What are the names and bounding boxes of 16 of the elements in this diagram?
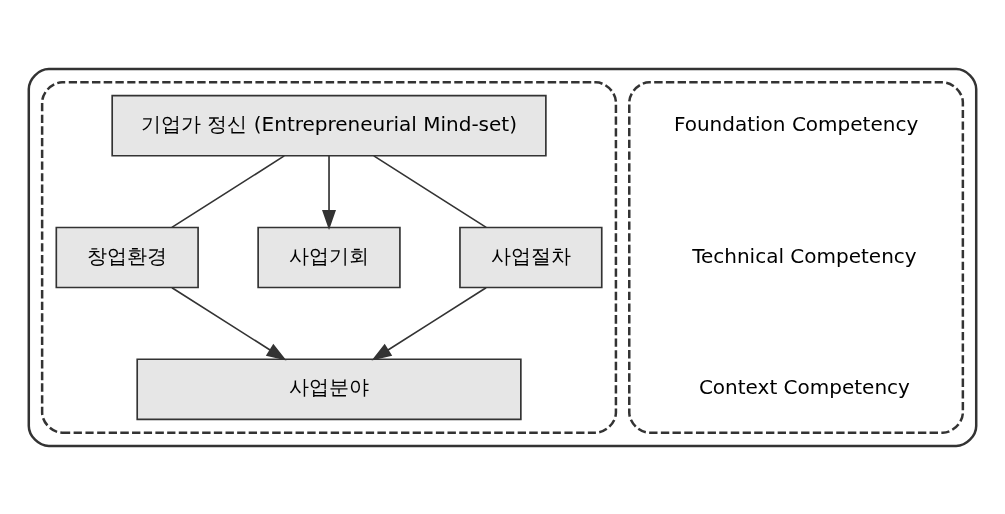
node-text: Context Competency <box>698 374 910 399</box>
arrow <box>322 154 337 230</box>
node-text: Technical Competency <box>692 243 917 268</box>
arrow <box>371 286 487 361</box>
node-box: 사업기회 <box>257 226 401 288</box>
connector <box>372 154 488 228</box>
node-box: 창업환경 <box>55 226 199 288</box>
node-box: 기업가 정신 (Entrepreneurial Mind-set) <box>111 94 547 157</box>
cluster <box>40 80 618 434</box>
node-box: 사업절차 <box>459 226 603 288</box>
arrow <box>171 286 287 361</box>
node-box: 사업분야 <box>136 357 522 420</box>
node-text: Foundation Competency <box>673 111 919 136</box>
cluster <box>628 80 965 434</box>
connector <box>171 154 286 228</box>
cluster <box>27 67 978 447</box>
